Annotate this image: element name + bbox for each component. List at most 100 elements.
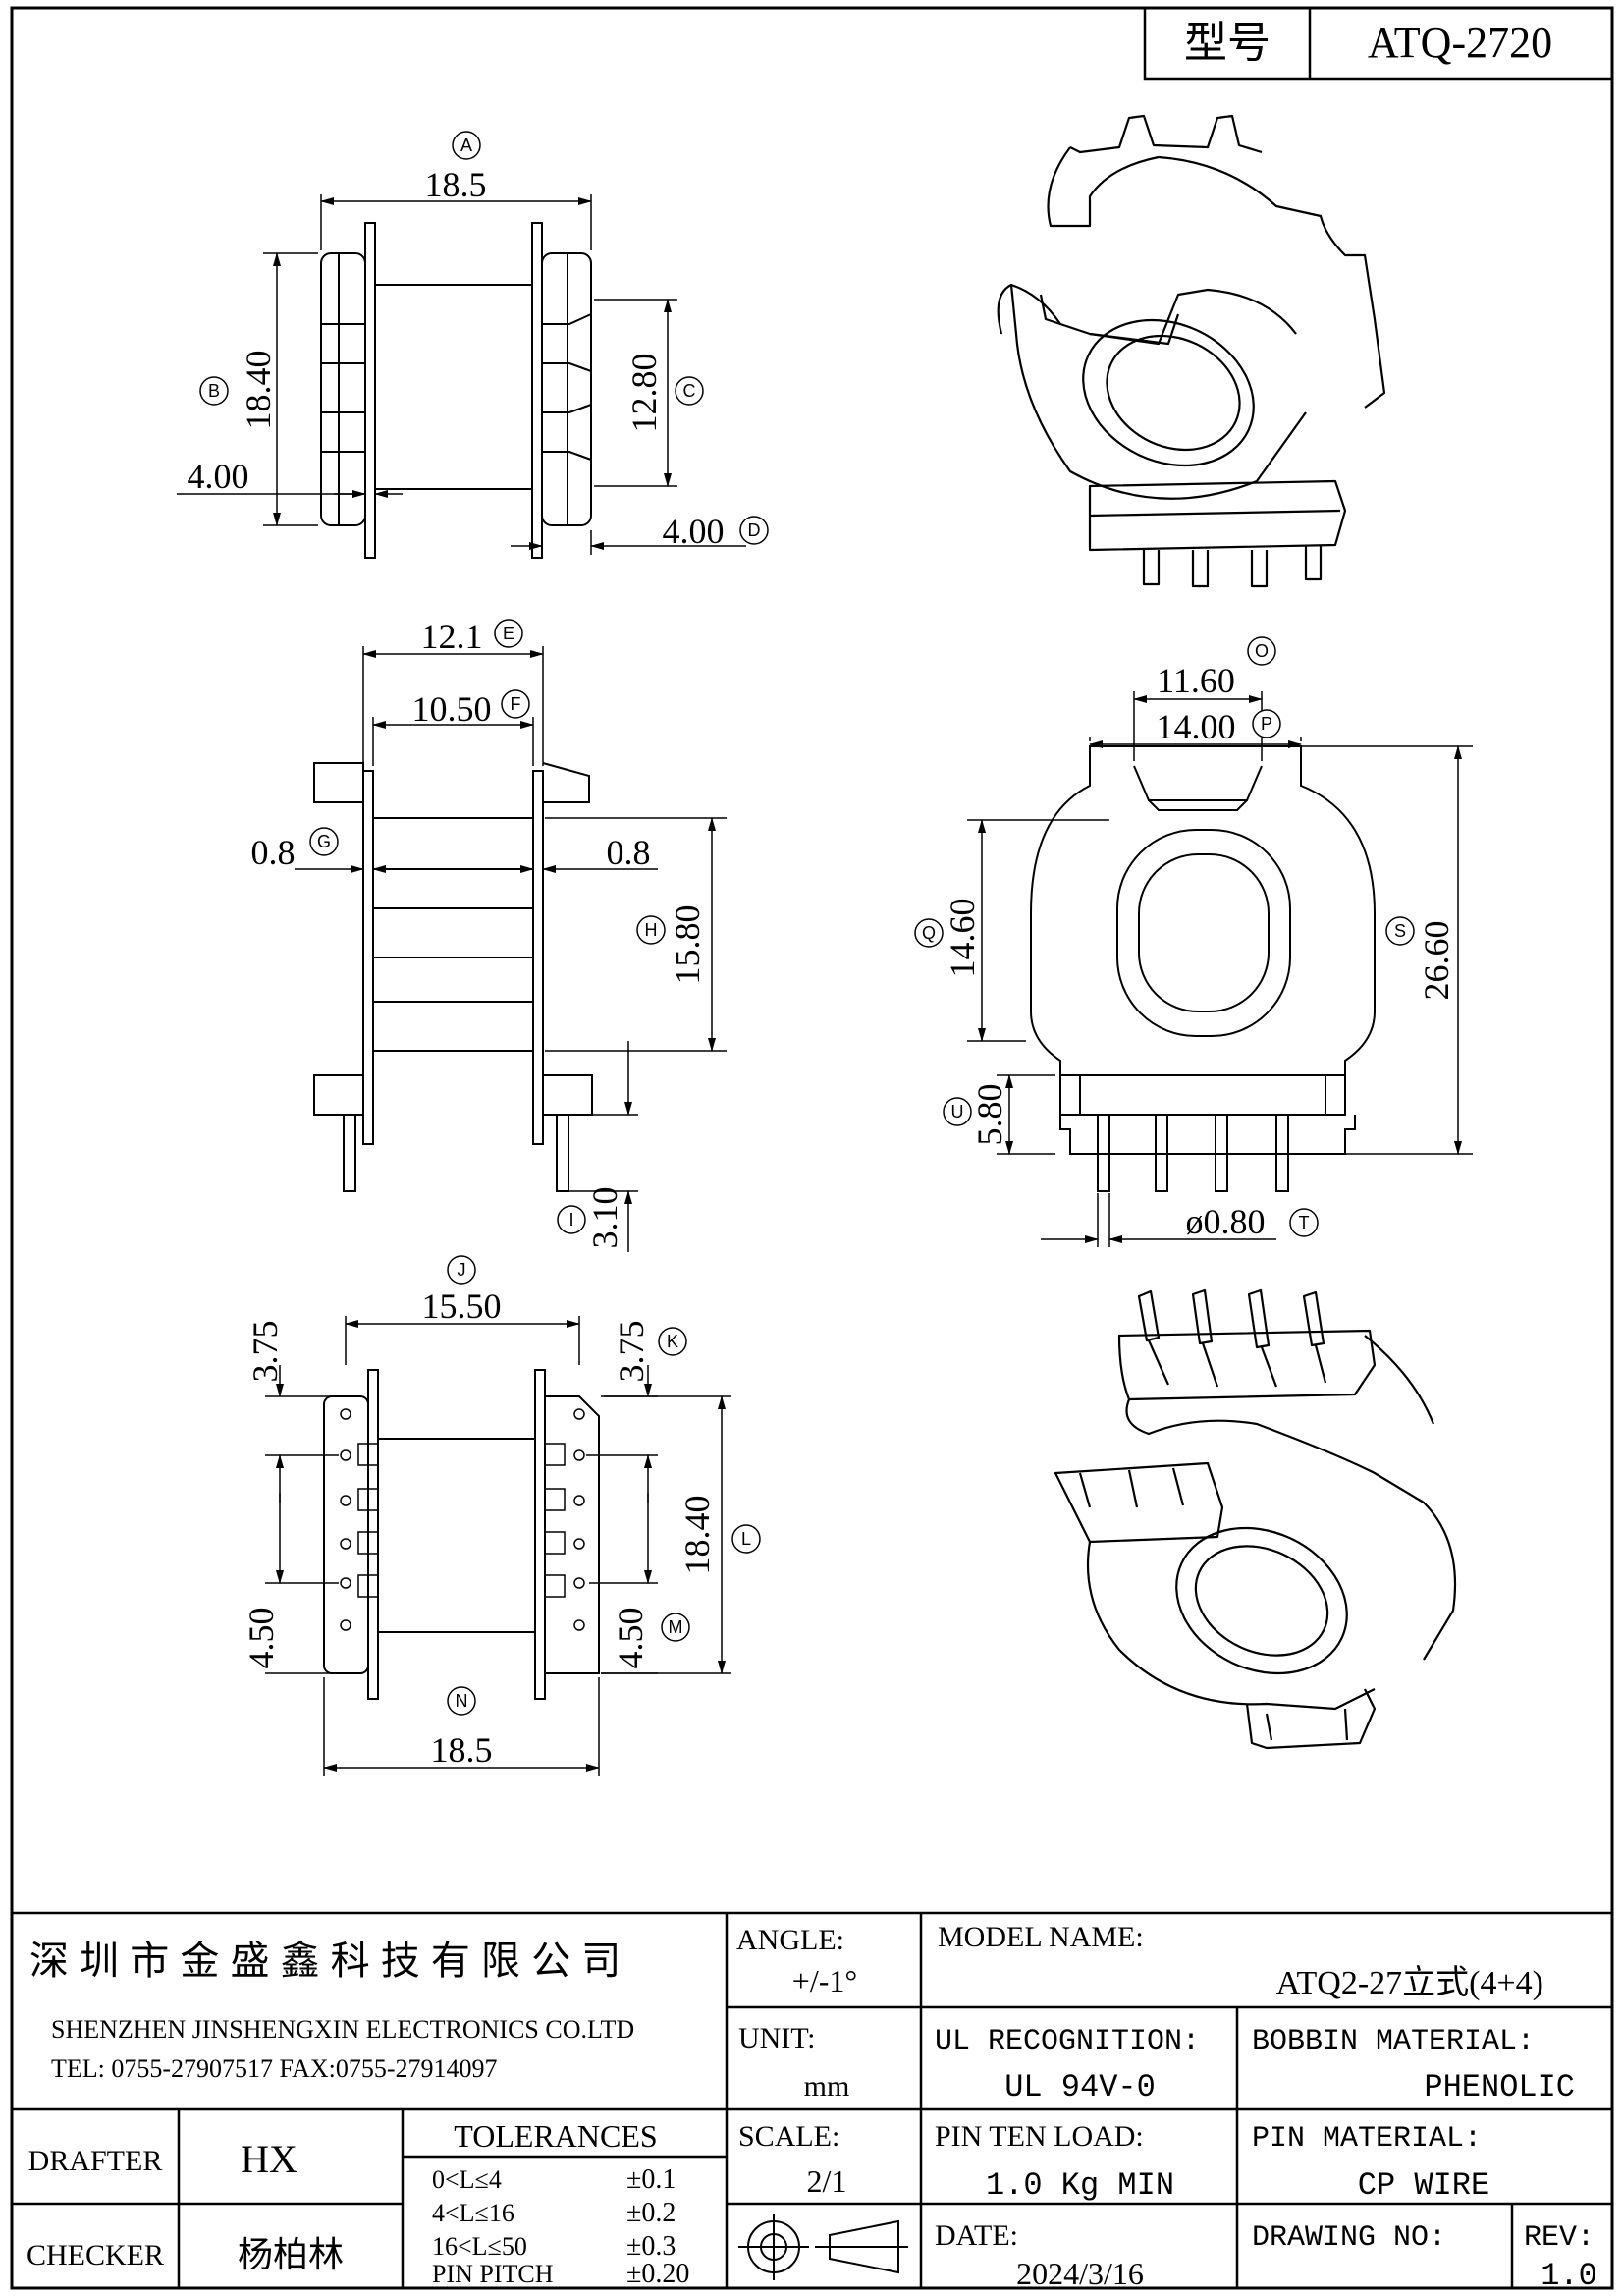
- isometric-view-top: [997, 114, 1386, 588]
- ul-label: UL RECOGNITION:: [935, 2025, 1200, 2058]
- dim-M: 4.50: [611, 1608, 650, 1669]
- sheet-border: [10, 6, 1614, 2290]
- svg-text:H: H: [645, 920, 658, 940]
- dim-C: 12.80: [624, 354, 664, 433]
- angle-label: ANGLE:: [736, 1924, 844, 1956]
- bottom-view: [323, 1369, 600, 1700]
- drafter-label: DRAFTER: [28, 2145, 163, 2177]
- tolerance-value-1: ±0.2: [626, 2198, 676, 2228]
- callout-circles: [199, 131, 1415, 1716]
- dim-L: 18.40: [677, 1496, 717, 1575]
- tolerance-value-0: ±0.1: [626, 2164, 676, 2195]
- pin-material-label: PIN MATERIAL:: [1252, 2122, 1482, 2156]
- tolerance-range-1: 4<L≤16: [432, 2199, 514, 2227]
- unit-label: UNIT:: [738, 2022, 816, 2054]
- dim-A: 18.5: [425, 165, 487, 204]
- dim-I: 3.10: [585, 1187, 624, 1249]
- bottom-view-dims: [265, 1316, 731, 1776]
- pin-material-value: CP WIRE: [1358, 2167, 1489, 2204]
- drawing-no-label: DRAWING NO:: [1252, 2221, 1446, 2255]
- callout-letters: A B C D E F G H I J K L M N O P Q S T U: [208, 136, 1406, 1711]
- rev-value: 1.0: [1541, 2258, 1597, 2294]
- svg-text:J: J: [458, 1260, 466, 1280]
- unit-value: mm: [804, 2070, 850, 2103]
- svg-text:K: K: [667, 1332, 678, 1351]
- svg-text:P: P: [1261, 714, 1272, 734]
- svg-text:G: G: [317, 832, 331, 851]
- svg-text:Q: Q: [922, 923, 936, 943]
- front-view: [313, 762, 593, 1192]
- ul-value: UL 94V-0: [1004, 2069, 1156, 2105]
- dim-K-left: 3.75: [245, 1321, 285, 1383]
- dim-U: 5.80: [970, 1084, 1009, 1146]
- svg-text:M: M: [669, 1617, 683, 1637]
- dim-Q: 14.60: [943, 899, 982, 978]
- dim-E: 12.1: [421, 617, 483, 656]
- tolerance-value-2: ±0.3: [626, 2231, 676, 2262]
- checker-value: 杨柏林: [238, 2234, 344, 2274]
- svg-text:A: A: [460, 136, 472, 155]
- bobbin-label: BOBBIN MATERIAL:: [1252, 2025, 1535, 2058]
- date-value: 2024/3/16: [1016, 2256, 1144, 2291]
- dim-J: 15.50: [422, 1286, 502, 1326]
- bobbin-value: PHENOLIC: [1424, 2069, 1575, 2105]
- rev-label: REV:: [1524, 2221, 1595, 2255]
- svg-text:S: S: [1394, 921, 1406, 941]
- dim-G-right: 0.8: [607, 833, 651, 872]
- dim-T: ø0.80: [1186, 1202, 1266, 1241]
- side-view: [1030, 745, 1376, 1192]
- dim-O: 11.60: [1157, 661, 1235, 700]
- top-view-dims: [177, 194, 746, 555]
- svg-text:D: D: [748, 520, 761, 540]
- dim-S: 26.60: [1417, 921, 1456, 1001]
- model-label: 型号: [1184, 19, 1271, 67]
- svg-text:U: U: [951, 1102, 964, 1121]
- side-view-dims: [967, 691, 1473, 1247]
- drafter-value: HX: [241, 2137, 297, 2181]
- svg-text:B: B: [208, 381, 220, 401]
- dim-B: 18.40: [239, 351, 278, 430]
- dim-N: 18.5: [431, 1730, 493, 1770]
- model-name-value: ATQ2-27立式(4+4): [1276, 1964, 1543, 2001]
- tolerance-range-3: PIN PITCH: [432, 2260, 554, 2288]
- svg-text:C: C: [683, 381, 696, 401]
- checker-label: CHECKER: [27, 2239, 164, 2271]
- dim-K: 3.75: [612, 1321, 651, 1383]
- title-block-lines: [12, 1911, 1612, 2288]
- date-label: DATE:: [935, 2219, 1018, 2252]
- tolerance-value-3: ±0.20: [626, 2259, 689, 2289]
- svg-text:O: O: [1255, 641, 1269, 661]
- top-view: [320, 222, 592, 559]
- dim-D-left: 4.00: [188, 457, 249, 496]
- svg-text:I: I: [568, 1210, 573, 1230]
- dim-G-left: 0.8: [251, 833, 296, 872]
- dim-M-left: 4.50: [242, 1608, 281, 1669]
- svg-text:L: L: [741, 1529, 751, 1549]
- dim-D: 4.00: [663, 512, 725, 551]
- pin-load-value: 1.0 Kg MIN: [986, 2167, 1174, 2204]
- projection-symbol: [738, 2214, 908, 2280]
- svg-text:T: T: [1299, 1213, 1310, 1232]
- dim-H: 15.80: [668, 905, 707, 985]
- scale-label: SCALE:: [738, 2120, 839, 2153]
- isometric-view-bottom: [1054, 1288, 1457, 1750]
- header-box: 型号 ATQ-2720: [1143, 6, 1614, 81]
- dim-P: 14.00: [1157, 707, 1236, 746]
- front-view-dims: [295, 646, 727, 1252]
- svg-text:E: E: [503, 624, 514, 643]
- angle-value: +/-1°: [792, 1963, 857, 1998]
- model-name-label: MODEL NAME:: [938, 1921, 1144, 1953]
- dim-F: 10.50: [412, 689, 492, 729]
- tolerance-range-2: 16<L≤50: [432, 2232, 527, 2261]
- scale-value: 2/1: [807, 2163, 847, 2199]
- tolerances-label: TOLERANCES: [454, 2118, 657, 2154]
- tolerance-range-0: 0<L≤4: [432, 2165, 502, 2194]
- model-value: ATQ-2720: [1368, 19, 1552, 67]
- pin-load-label: PIN TEN LOAD:: [935, 2120, 1144, 2153]
- company-en: SHENZHEN JINSHENGXIN ELECTRONICS CO.LTD: [51, 2015, 634, 2044]
- svg-text:F: F: [511, 694, 521, 714]
- company-cn: 深 圳 市 金 盛 鑫 科 技 有 限 公 司: [29, 1940, 621, 1983]
- company-contact: TEL: 0755-27907517 FAX:0755-27914097: [51, 2054, 498, 2083]
- svg-text:N: N: [456, 1691, 468, 1711]
